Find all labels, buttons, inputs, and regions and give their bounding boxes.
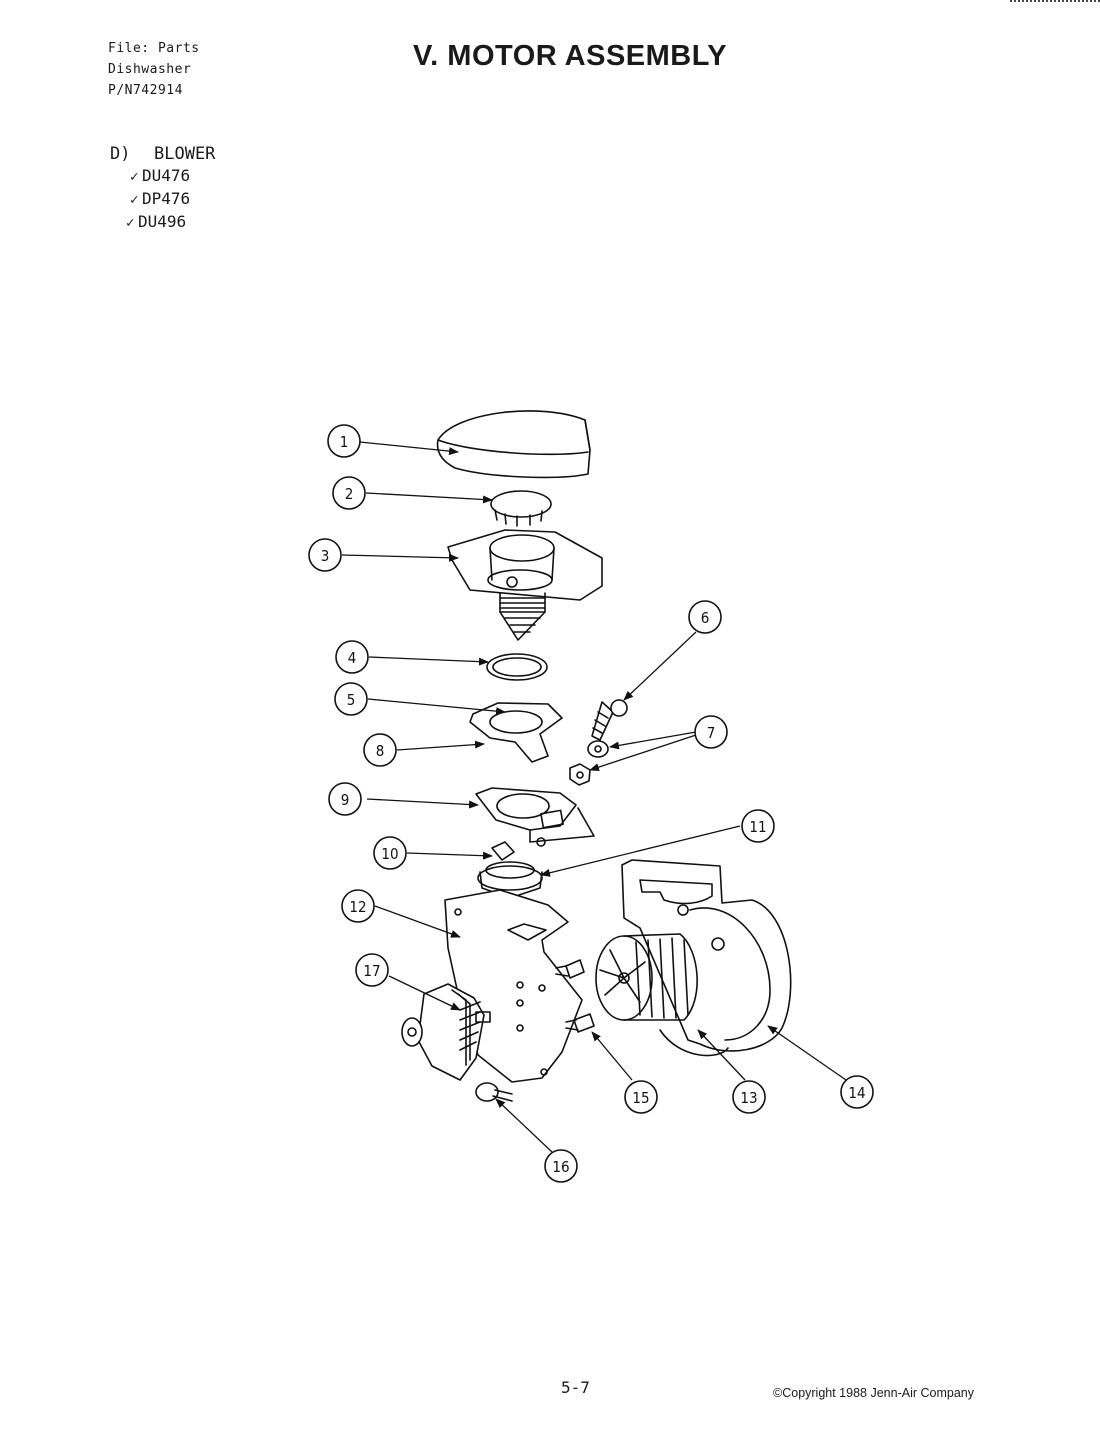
- section-heading: D) BLOWER: [110, 144, 215, 164]
- part-17-motor: [401, 983, 491, 1081]
- model-code: DU496: [138, 212, 187, 231]
- callout-1: 1: [340, 433, 349, 451]
- callout-9: 9: [341, 791, 350, 809]
- checkmark-icon: ✓: [130, 192, 139, 208]
- part-6-screw: [591, 699, 628, 741]
- callout-12: 12: [349, 898, 366, 916]
- file-line: File: Parts: [108, 41, 200, 56]
- part-14-blower-housing: [621, 859, 792, 1057]
- callout-2: 2: [345, 485, 354, 503]
- checkmark-icon: ✓: [126, 215, 135, 231]
- model-code: DU476: [142, 166, 191, 185]
- part-13-blower-wheel: [595, 933, 698, 1021]
- callout-8: 8: [376, 742, 385, 760]
- callout-14: 14: [848, 1084, 865, 1102]
- callout-11: 11: [749, 818, 766, 836]
- callout-4: 4: [348, 649, 357, 667]
- callout-10: 10: [381, 845, 398, 863]
- model-item: ✓DP476: [130, 188, 190, 211]
- part-1-cap: [436, 410, 591, 479]
- part-number-line: P/N742914: [108, 83, 183, 98]
- callout-circles: [308, 424, 874, 1183]
- section-name: BLOWER: [154, 144, 216, 164]
- part-8-bracket: [469, 702, 563, 763]
- model-code: DP476: [142, 189, 191, 208]
- page-number: 5-7: [561, 1378, 590, 1397]
- product-line: Dishwasher: [108, 62, 192, 77]
- page-title: V. MOTOR ASSEMBLY: [413, 40, 728, 72]
- callout-13: 13: [740, 1089, 757, 1107]
- part-3-escutcheon: [447, 529, 603, 641]
- callout-6: 6: [701, 609, 710, 627]
- model-list: ✓DU476 ✓DP476 ✓DU496: [126, 165, 190, 234]
- callout-5: 5: [347, 691, 356, 709]
- callout-15: 15: [632, 1089, 649, 1107]
- callout-16: 16: [552, 1158, 569, 1176]
- model-item: ✓DU496: [126, 211, 190, 234]
- callout-3: 3: [321, 547, 330, 565]
- checkmark-icon: ✓: [130, 169, 139, 185]
- part-15-screws: [555, 959, 595, 1033]
- part-7-washer-nut: [569, 740, 609, 786]
- page-edge-mark: [1010, 0, 1100, 5]
- part-16-screw: [475, 1082, 513, 1102]
- file-info: File: Parts Dishwasher P/N742914: [108, 38, 200, 101]
- part-10-clip: [491, 841, 515, 861]
- copyright-notice: ©Copyright 1988 Jenn-Air Company: [773, 1386, 974, 1400]
- leader-lines: [341, 441, 847, 1153]
- model-item: ✓DU476: [130, 165, 190, 188]
- part-2-disc: [490, 490, 552, 527]
- callout-17: 17: [363, 962, 380, 980]
- callout-7: 7: [707, 724, 716, 742]
- part-4-o-ring: [486, 653, 548, 681]
- section-letter: D): [110, 144, 131, 164]
- part-9-gasket: [475, 787, 595, 847]
